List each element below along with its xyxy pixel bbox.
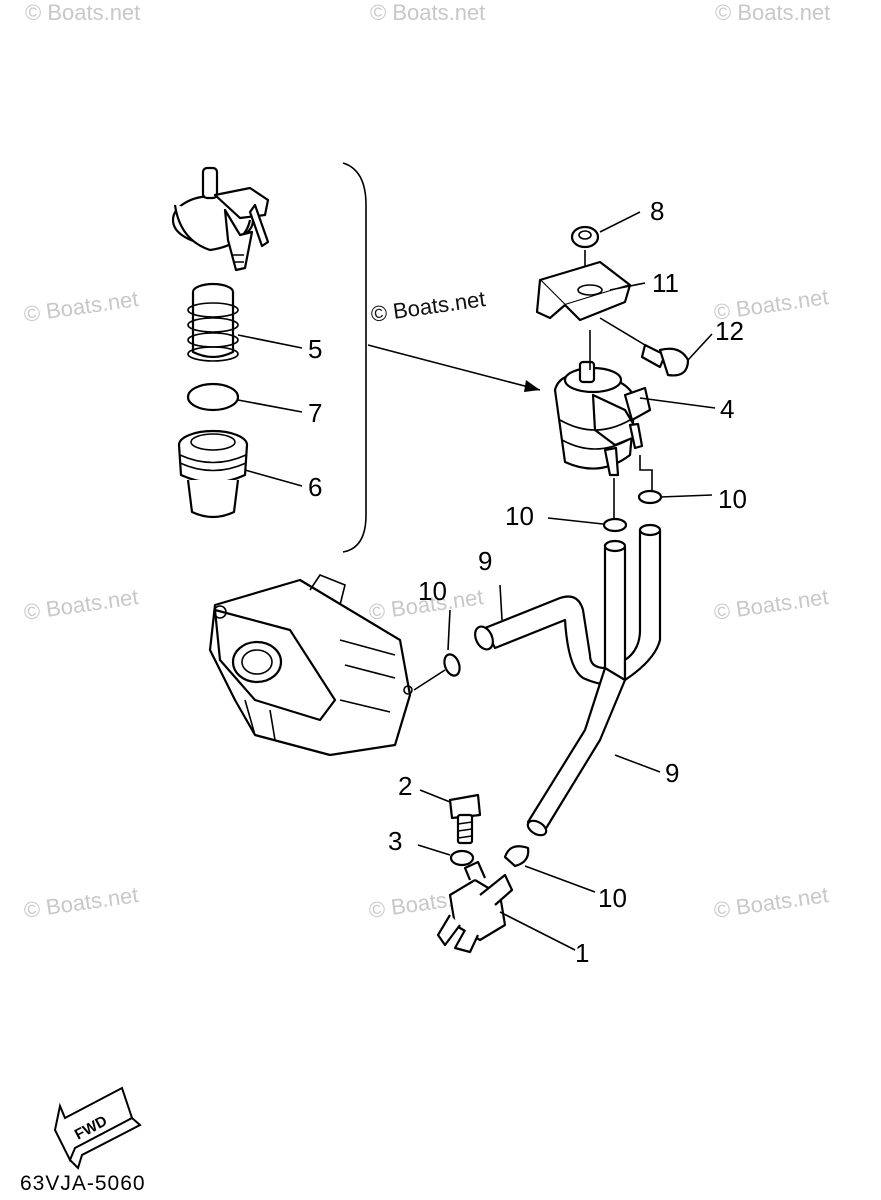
callout-10: 10 bbox=[418, 576, 447, 606]
callout-5: 5 bbox=[308, 334, 322, 364]
watermark: © Boats.net bbox=[715, 0, 830, 25]
watermark: © Boats.net bbox=[22, 286, 140, 327]
center-watermark-label: © Boats.net bbox=[369, 286, 487, 327]
callout-11: 11 bbox=[652, 268, 679, 298]
callout-4: 4 bbox=[720, 394, 734, 424]
bracket-part bbox=[535, 260, 632, 322]
callout-8: 8 bbox=[650, 196, 664, 226]
callout-6: 6 bbox=[308, 472, 322, 502]
callout-1: 1 bbox=[575, 938, 589, 968]
washer-part bbox=[449, 849, 475, 867]
fuel-hose-part bbox=[474, 523, 662, 837]
watermark: © Boats.net bbox=[22, 882, 140, 923]
callout-2: 2 bbox=[398, 771, 412, 801]
clip-part bbox=[503, 845, 530, 868]
callout-10: 10 bbox=[718, 484, 747, 514]
clip-part bbox=[637, 489, 663, 505]
watermark: © Boats.net bbox=[22, 584, 140, 625]
filter-element-part bbox=[187, 282, 239, 362]
callout-10: 10 bbox=[598, 883, 627, 913]
watermarks: © Boats.net © Boats.net © Boats.net © Bo… bbox=[22, 0, 830, 923]
callout-7: 7 bbox=[308, 398, 322, 428]
clip-part bbox=[443, 653, 461, 677]
watermark: © Boats.net bbox=[712, 882, 830, 923]
exploded-view-brace bbox=[342, 162, 541, 553]
carburetor-part bbox=[208, 574, 413, 757]
filter-cup-part bbox=[177, 429, 249, 519]
fuel-filter-cap-part bbox=[171, 166, 270, 272]
callout-12: 12 bbox=[715, 316, 744, 346]
callout-10: 10 bbox=[505, 501, 534, 531]
callout-3: 3 bbox=[388, 826, 402, 856]
fwd-arrow-icon: FWD bbox=[53, 1086, 142, 1170]
clip-part bbox=[602, 517, 628, 533]
watermark: © Boats.net bbox=[712, 584, 830, 625]
fuel-filter-assembly-part bbox=[553, 360, 652, 477]
bolt-part bbox=[640, 343, 690, 377]
bolt-part bbox=[448, 793, 482, 845]
diagram-code: 63VJA-5060 bbox=[20, 1172, 146, 1195]
o-ring-part bbox=[186, 382, 240, 412]
callout-9: 9 bbox=[665, 758, 679, 788]
watermark: © Boats.net bbox=[370, 0, 485, 25]
leader-lines bbox=[237, 211, 716, 951]
fuel-joint-part bbox=[436, 860, 514, 954]
watermark: © Boats.net bbox=[25, 0, 140, 25]
callout-9: 9 bbox=[478, 546, 492, 576]
nut-part bbox=[570, 225, 600, 249]
